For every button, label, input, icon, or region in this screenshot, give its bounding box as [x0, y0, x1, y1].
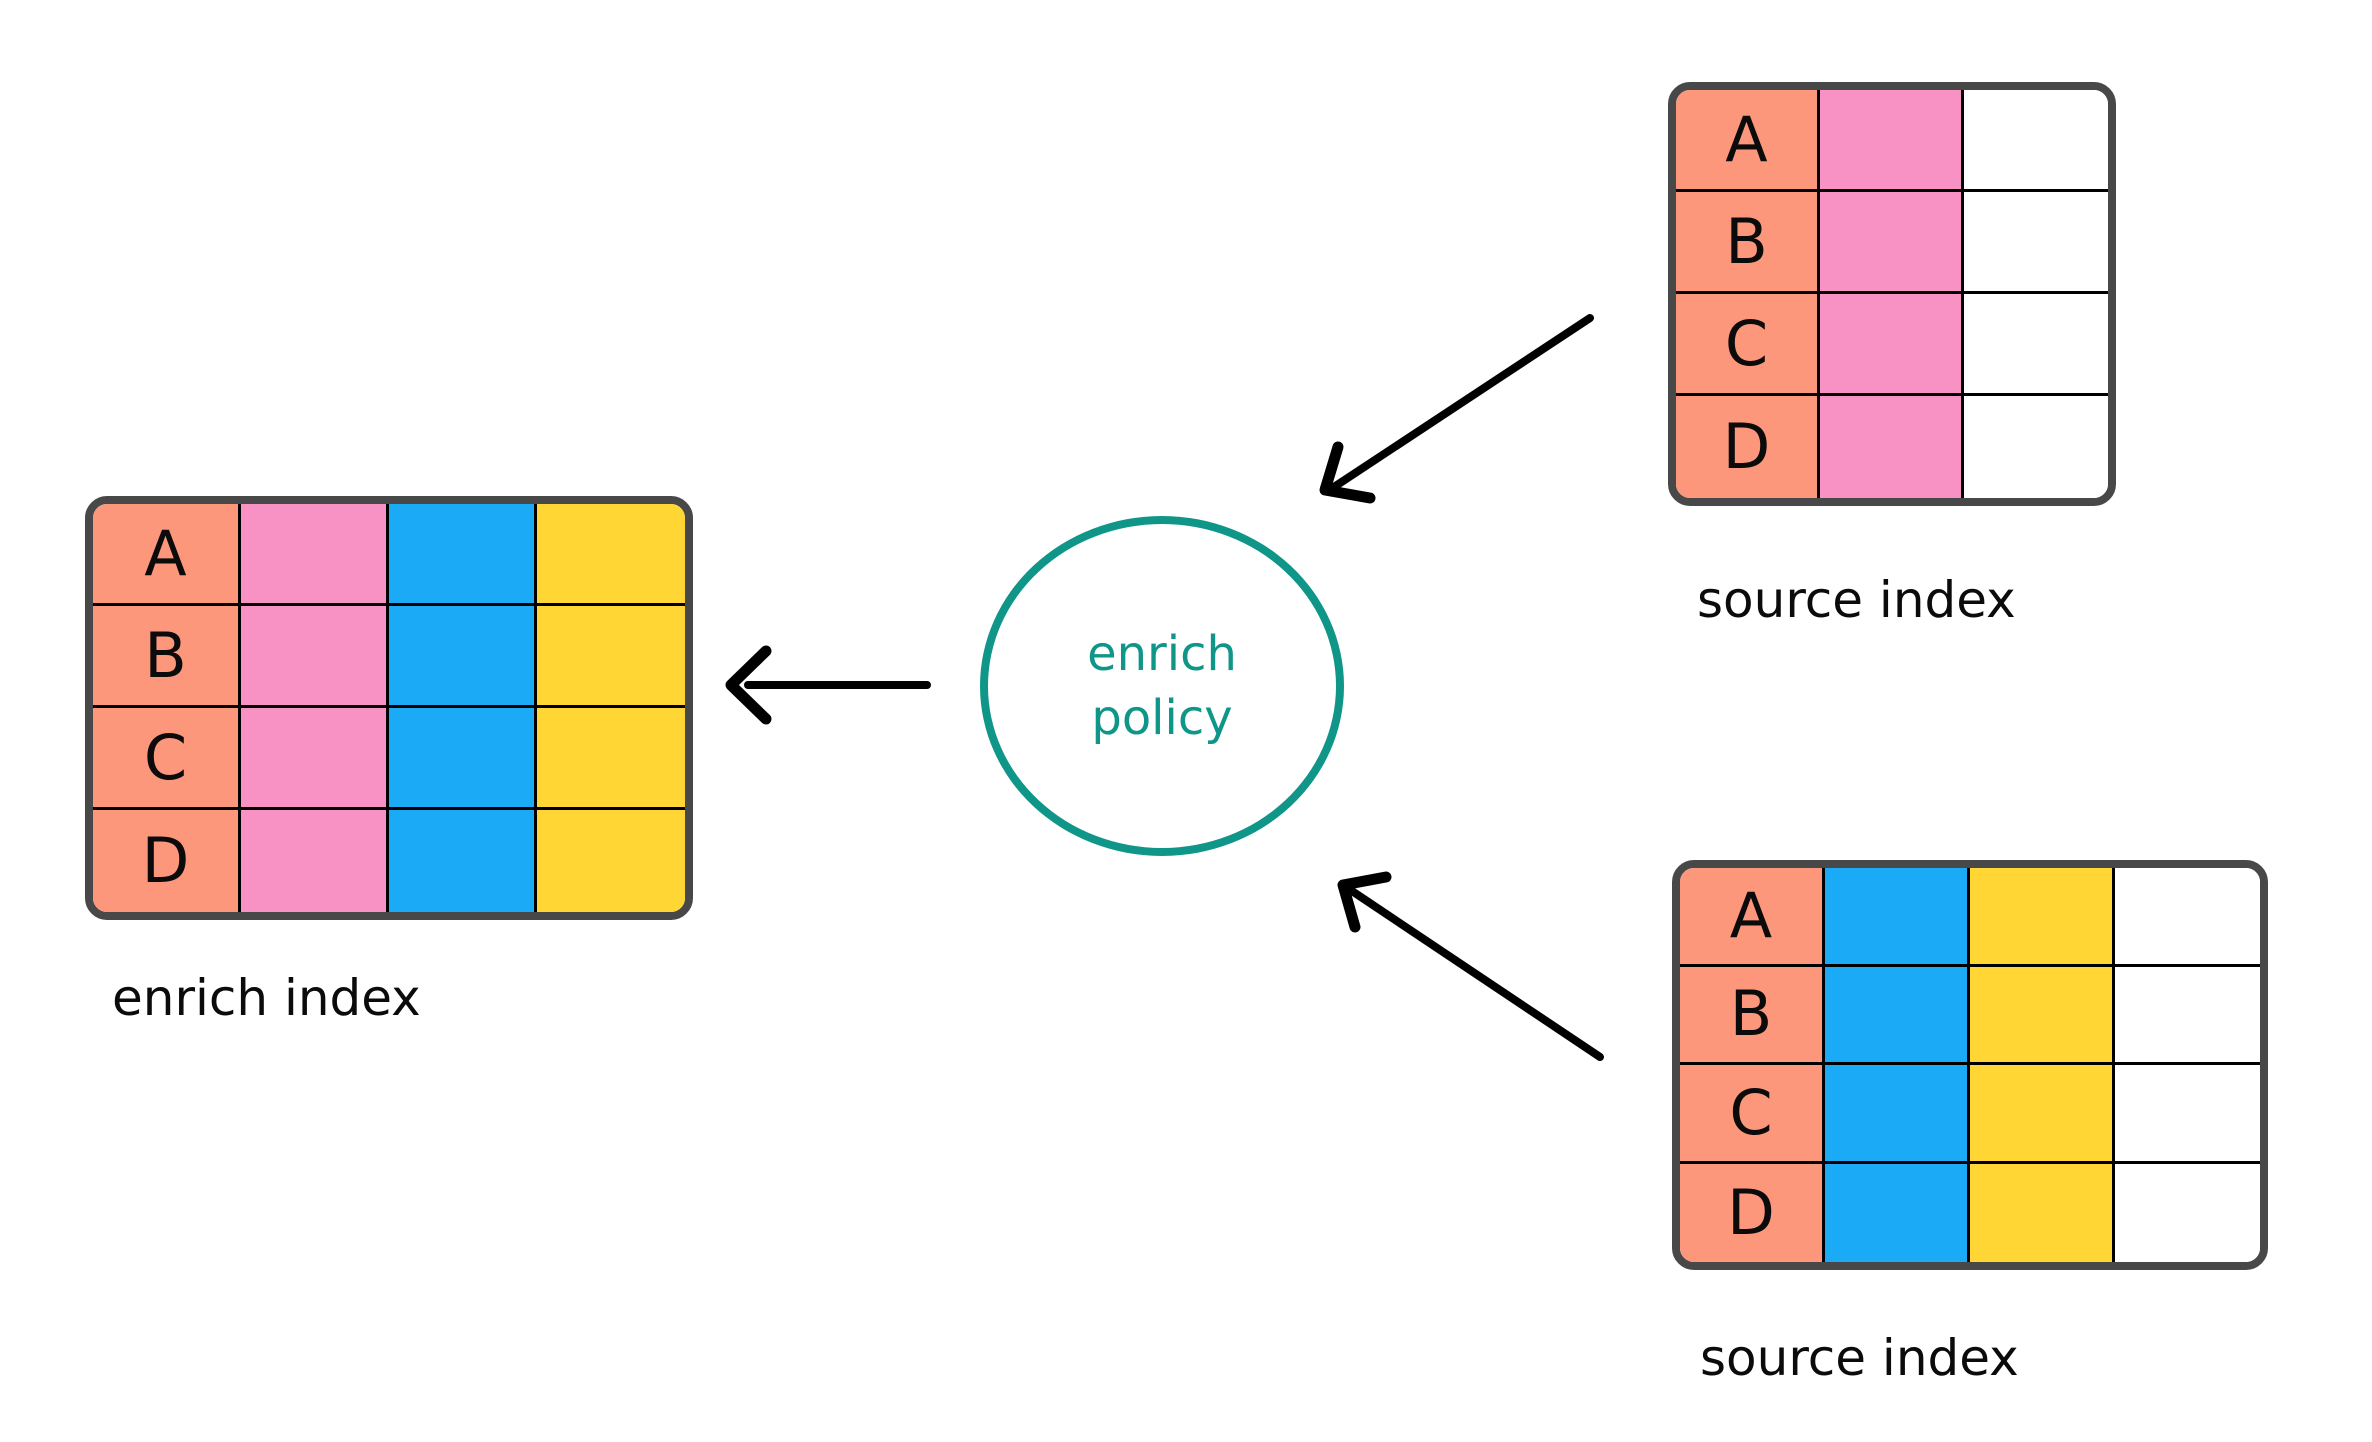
row-key-cell: B — [1676, 192, 1820, 294]
row-key-cell: D — [93, 810, 241, 912]
row-key-letter: D — [1722, 410, 1771, 483]
table-cell — [1820, 90, 1964, 192]
row-key-letter: B — [1729, 977, 1773, 1051]
table-cell — [389, 810, 537, 912]
row-key-cell: C — [93, 708, 241, 810]
arrow-source-top-to-policy — [1319, 314, 1594, 504]
row-key-letter: D — [1727, 1175, 1775, 1249]
table-cell — [241, 504, 389, 606]
table-cell — [389, 708, 537, 810]
arrow-head-icon — [725, 645, 772, 725]
table-cell — [1825, 966, 1970, 1065]
table-cell — [1964, 294, 2108, 396]
row-key-cell: B — [1680, 966, 1825, 1065]
arrow-policy-to-enrich-index — [725, 645, 931, 725]
row-key-cell: A — [1676, 90, 1820, 192]
table-cell — [1970, 1065, 2115, 1164]
table-cell — [537, 708, 685, 810]
row-key-cell: D — [1680, 1163, 1825, 1262]
table-cell — [1964, 396, 2108, 498]
table-cell — [1820, 396, 1964, 498]
row-key-cell: C — [1680, 1065, 1825, 1164]
row-key-cell: B — [93, 606, 241, 708]
table-cell — [241, 810, 389, 912]
table-cell — [1825, 868, 1970, 967]
row-key-letter: C — [143, 720, 188, 794]
table-cell — [1825, 1163, 1970, 1262]
table-cell — [241, 708, 389, 810]
arrow-source-bottom-to-policy — [1337, 871, 1604, 1061]
table-cell — [1820, 294, 1964, 396]
table-cell — [389, 606, 537, 708]
arrow-shaft — [1345, 885, 1604, 1061]
table-cell — [1970, 868, 2115, 967]
table-cell — [1970, 966, 2115, 1065]
row-key-cell: D — [1676, 396, 1820, 498]
enrich-policy-label-line2: policy — [1091, 690, 1233, 746]
row-key-letter: C — [1729, 1075, 1773, 1149]
table-cell — [2115, 1065, 2260, 1164]
table-cell — [389, 504, 537, 606]
table-cell — [2115, 1163, 2260, 1262]
row-key-letter: C — [1724, 306, 1769, 380]
row-key-cell: A — [93, 504, 241, 606]
table-cell — [537, 810, 685, 912]
table-cell — [1964, 90, 2108, 192]
arrow-head-icon — [1319, 441, 1376, 504]
enrich-index-label: enrich index — [112, 969, 421, 1027]
row-key-letter: B — [1725, 204, 1768, 278]
table-cell — [241, 606, 389, 708]
row-key-letter: A — [1729, 878, 1773, 952]
table-cell — [2115, 966, 2260, 1065]
table-cell — [2115, 868, 2260, 967]
row-key-letter: D — [141, 824, 190, 897]
enrich-policy-label-line1: enrich — [1087, 626, 1237, 682]
row-key-letter: A — [144, 516, 187, 590]
table-cell — [1825, 1065, 1970, 1164]
table-cell — [537, 606, 685, 708]
row-key-cell: C — [1676, 294, 1820, 396]
row-key-cell: A — [1680, 868, 1825, 967]
arrow-head-icon — [1337, 871, 1392, 933]
table-cell — [1820, 192, 1964, 294]
enrich-policy-node: enrich policy — [980, 516, 1344, 856]
source-index-top-label: source index — [1697, 571, 2016, 629]
arrow-shaft — [1330, 314, 1594, 491]
table-cell — [1970, 1163, 2115, 1262]
table-cell — [1964, 192, 2108, 294]
row-key-letter: B — [144, 618, 187, 692]
row-key-letter: A — [1725, 102, 1768, 176]
source-index-bottom-label: source index — [1700, 1329, 2019, 1387]
table-cell — [537, 504, 685, 606]
